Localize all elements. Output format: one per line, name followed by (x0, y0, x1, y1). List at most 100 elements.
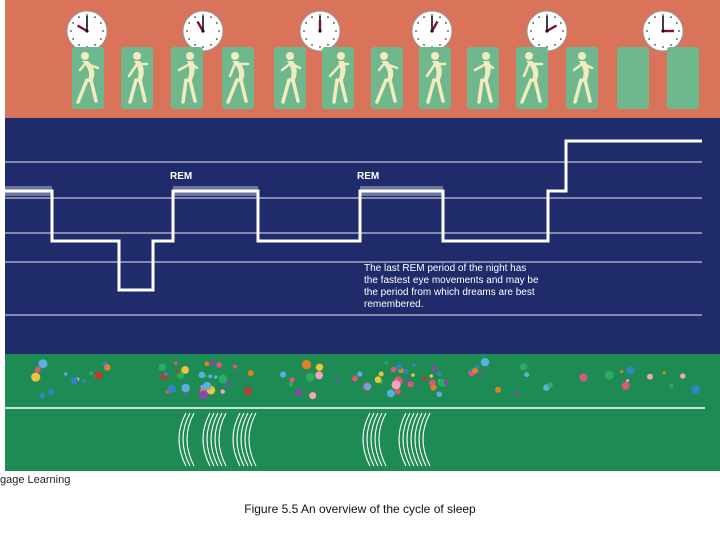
sleeping-person-icon (171, 47, 203, 109)
eye-movement-arc (210, 412, 219, 467)
clock-tick (675, 22, 678, 24)
rem-highlight (360, 186, 443, 196)
rapid-eye-movement-traces (178, 412, 431, 467)
clock-tick (447, 30, 449, 32)
sleeping-person-icon (516, 47, 548, 109)
clock-tick (194, 43, 196, 46)
sleeper-legs (281, 78, 300, 104)
clock-icon (66, 10, 108, 52)
eye-movement-arc (232, 412, 241, 467)
eeg-dot (384, 361, 389, 365)
eeg-dot (475, 364, 480, 369)
figure-caption: Figure 5.5 An overview of the cycle of s… (244, 502, 476, 516)
sleeping-person-icon (617, 47, 649, 109)
clock-tick (559, 22, 562, 24)
clock-tick (335, 30, 337, 32)
sleeper-torso (526, 61, 539, 82)
clock-tick (327, 43, 329, 46)
sleeper-head (431, 52, 439, 60)
clock-tick (532, 22, 535, 24)
sleeper-legs (426, 78, 445, 104)
sleeping-person-icon (419, 47, 451, 109)
eeg-dot (165, 390, 170, 394)
sleeper-panel (617, 47, 649, 109)
eeg-dot (374, 376, 382, 384)
clock-tick (431, 14, 433, 16)
clock-tick (439, 43, 441, 46)
eye-movement-arc (240, 412, 249, 467)
sleeper-head (525, 52, 533, 60)
eeg-dot (315, 371, 324, 380)
clock-tick (72, 22, 75, 24)
eeg-dot (515, 392, 520, 396)
eeg-dot (210, 360, 216, 366)
eeg-dot (309, 392, 317, 400)
clock-tick (188, 22, 191, 24)
sleeper-head (482, 52, 490, 60)
eeg-dot (680, 373, 686, 379)
rem-note: The last REM period of the night has the… (364, 263, 539, 310)
clock-tick (78, 43, 80, 46)
clock-tick (99, 22, 102, 24)
clock-tick (662, 46, 664, 48)
clock-tick (559, 38, 562, 40)
eeg-dot (395, 364, 403, 371)
clock-tick (417, 38, 420, 40)
clock-tick (554, 43, 556, 46)
sleeper-head (133, 52, 141, 60)
sleeper-arms (127, 62, 149, 78)
clock-tick (538, 16, 540, 19)
eeg-dot (472, 367, 479, 374)
eeg-dot (378, 371, 384, 377)
clock-tick (305, 38, 308, 40)
eeg-dot (174, 361, 178, 366)
sleeper-torso (134, 61, 144, 82)
clock-tick (439, 16, 441, 19)
eeg-dot (208, 374, 213, 379)
eeg-dot (480, 357, 490, 367)
eeg-dot (443, 380, 449, 386)
clock-center (318, 29, 322, 33)
eeg-dot (183, 392, 187, 397)
eeg-dot (63, 372, 68, 376)
eye-movement-arc (218, 412, 227, 467)
eye-movement-arc (178, 412, 187, 467)
eeg-dot (70, 377, 79, 385)
clock-tick (186, 30, 188, 32)
eeg-dot (203, 381, 212, 390)
eeg-dot (247, 370, 254, 376)
clock-icon (642, 10, 684, 52)
clock-tick (648, 22, 651, 24)
sleeper-arms (572, 62, 594, 72)
eeg-dot (233, 364, 238, 369)
eeg-dot (38, 359, 48, 369)
sleeping-person-icon (667, 47, 699, 109)
clock-tick (417, 22, 420, 24)
clock-tick (311, 43, 313, 46)
clock-icon (411, 10, 453, 52)
sleeping-person-icon (371, 47, 403, 109)
rem-note-line-1: The last REM period of the night has (364, 263, 526, 274)
eeg-dot (352, 375, 358, 382)
eeg-dot (691, 384, 701, 394)
eye-movement-arc (370, 412, 379, 467)
sleeper-arms (522, 62, 544, 78)
sleeping-person-icon (121, 47, 153, 109)
clock-tick (102, 30, 104, 32)
eeg-dot (647, 373, 653, 380)
sleeper-arms (280, 62, 302, 72)
eeg-dot (167, 384, 177, 394)
clock-tick (210, 16, 212, 19)
eeg-dot (604, 370, 614, 380)
rem-highlights (0, 186, 443, 196)
sleeper-legs (76, 78, 98, 104)
clock-tick (530, 30, 532, 32)
eeg-dot (620, 370, 624, 374)
eeg-dot (621, 381, 630, 390)
eye-movement-arc (414, 412, 423, 467)
clock-tick (554, 16, 556, 19)
eeg-dot (669, 383, 674, 388)
clock-tick (78, 16, 80, 19)
sleeper-row (72, 47, 699, 109)
